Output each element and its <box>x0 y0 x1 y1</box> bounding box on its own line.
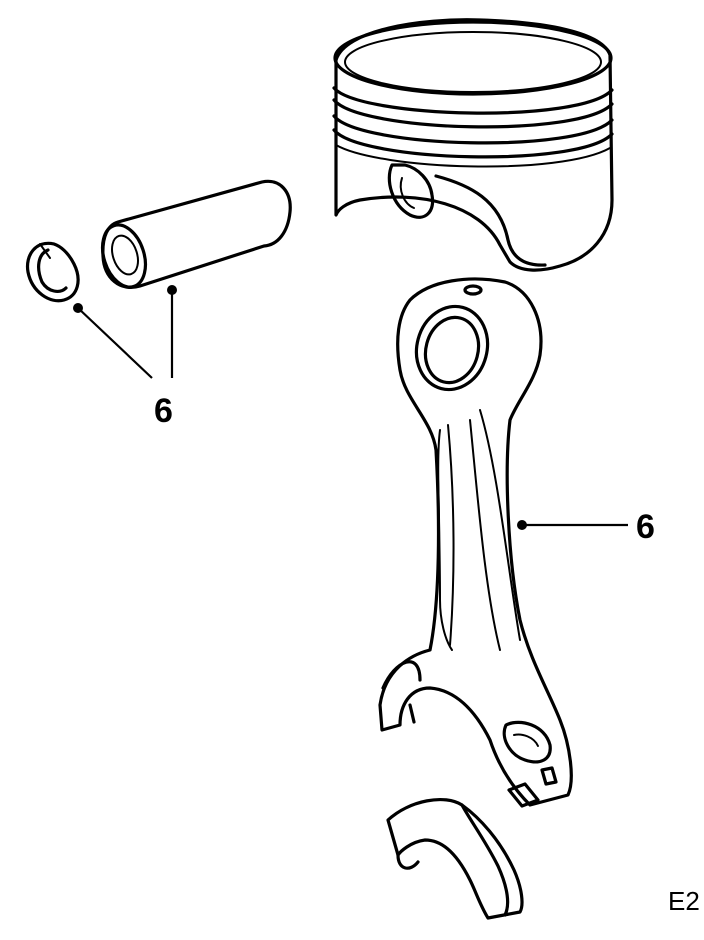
circlip <box>25 241 80 303</box>
piston-pin <box>100 179 292 289</box>
leader-lines <box>73 285 628 530</box>
callout-pin-clip: 6 <box>154 392 173 430</box>
figure-code: E2 <box>668 886 700 916</box>
leader-dot-rod <box>517 520 527 530</box>
callout-connecting-rod: 6 <box>636 508 655 546</box>
leader-dot-pin <box>167 285 177 295</box>
connecting-rod <box>378 277 573 808</box>
bearing-shell <box>386 798 524 920</box>
piston <box>332 18 614 272</box>
leader-dot-circlip <box>73 303 83 313</box>
